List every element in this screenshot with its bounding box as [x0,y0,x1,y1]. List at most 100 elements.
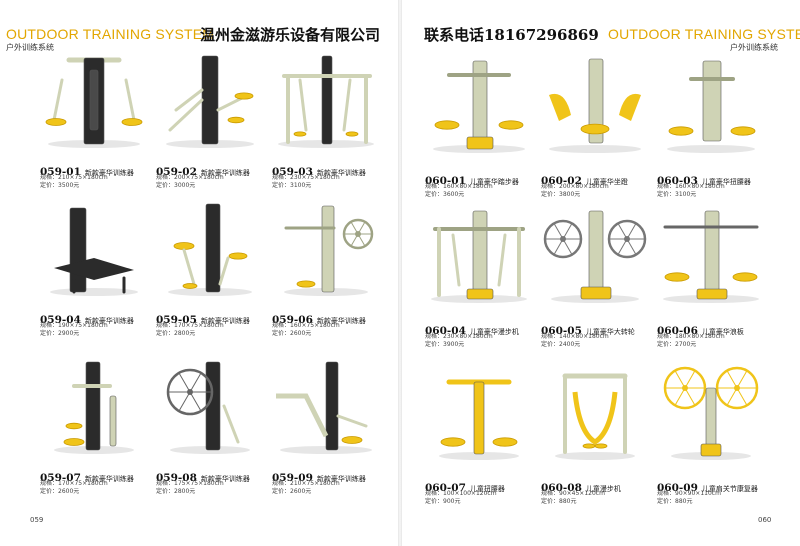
product-code: 059-02 [156,166,197,178]
page-number-right: 060 [758,516,772,524]
product-name: 儿童豪华坐蹬 [585,178,628,186]
product-name: 儿童豪华漫步机 [469,328,519,336]
page-number-left: 059 [30,516,44,524]
product-name: 儿童肩关节康复器 [701,485,758,493]
big-wheel-icon [150,356,270,456]
product-spec: 规格：210×75×180cm [40,174,108,181]
product-spec: 规格：230×75×180cm [272,174,340,181]
product-spec: 规格：160×75×180cm [272,322,340,329]
product-spec: 规格：200×80×180cm [541,183,609,190]
product-price: 定价：880元 [657,498,693,505]
product-name: 新款豪华训练器 [200,169,250,177]
product-name: 儿童漫步机 [585,485,621,493]
page-gutter [398,0,402,546]
product-code: 059-09 [272,472,313,484]
product-name: 儿童豪华大转轮 [585,328,635,336]
product-spec: 规格：175×75×180cm [156,480,224,487]
leg-stretch-icon [266,356,386,456]
product-code: 059-05 [156,314,197,326]
product-spec: 规格：140×80×180cm [541,333,609,340]
product-code: 060-01 [425,175,466,187]
product-spec: 规格：170×75×180cm [156,322,224,329]
product-price: 定价：900元 [425,498,461,505]
product-name: 新款豪华训练器 [84,169,134,177]
product-price: 定价：880元 [541,498,577,505]
product-spec: 规格：230×80×180cm [425,333,493,340]
product-name: 新款豪华训练器 [316,169,366,177]
brand-subtitle-right: 户外训练系统 [730,43,778,52]
product-spec: 规格：190×75×180cm [40,322,108,329]
product-code: 059-01 [40,166,81,178]
product-name: 新款豪华训练器 [316,475,366,483]
product-spec: 规格：170×75×180cm [40,480,108,487]
product-price: 定价：2800元 [156,488,196,495]
product-spec: 规格：90×45×120cm [541,490,605,497]
product-spec: 规格：160×80×180cm [657,183,725,190]
product-price: 定价：2600元 [40,488,80,495]
wheel-twister-icon [266,198,386,298]
twin-wheel-icon [535,205,655,305]
product-spec: 规格：100×100×120cm [425,490,497,497]
small-walker-icon [535,362,655,462]
product-name: 儿童豪华浪板 [701,328,744,336]
twister-stand-icon [34,356,154,456]
product-price: 定价：3100元 [272,182,312,189]
company-name: 温州金滋游乐设备有限公司 [200,26,381,44]
product-price: 定价：3000元 [156,182,196,189]
product-price: 定价：3600元 [425,191,465,198]
product-code: 059-08 [156,472,197,484]
double-arm-press-icon [34,50,154,150]
product-spec: 规格：200×75×180cm [156,174,224,181]
product-price: 定价：2700元 [657,341,697,348]
bench-icon [34,198,154,298]
product-code: 059-07 [40,472,81,484]
product-price: 定价：2400元 [541,341,581,348]
product-code: 059-04 [40,314,81,326]
product-price: 定价：2800元 [156,330,196,337]
product-name: 儿童豪华踏步器 [469,178,519,186]
product-code: 060-07 [425,482,466,494]
product-code: 060-03 [657,175,698,187]
product-code: 060-04 [425,325,466,337]
double-walker-icon [266,50,386,150]
product-spec: 规格：210×75×180cm [272,480,340,487]
product-spec: 规格：90×90×110cm [657,490,721,497]
stepper-icon [419,55,539,155]
product-name: 新款豪华训练器 [84,317,134,325]
product-code: 059-06 [272,314,313,326]
product-name: 新款豪华训练器 [200,475,250,483]
product-name: 新款豪华训练器 [316,317,366,325]
shoulder-wheel-icon [651,362,771,462]
product-code: 059-03 [272,166,313,178]
product-price: 定价：3100元 [657,191,697,198]
product-code: 060-02 [541,175,582,187]
product-price: 定价：3800元 [541,191,581,198]
wave-board-icon [651,205,771,305]
product-spec: 规格：180×80×180cm [657,333,725,340]
product-name: 新款豪华训练器 [200,317,250,325]
